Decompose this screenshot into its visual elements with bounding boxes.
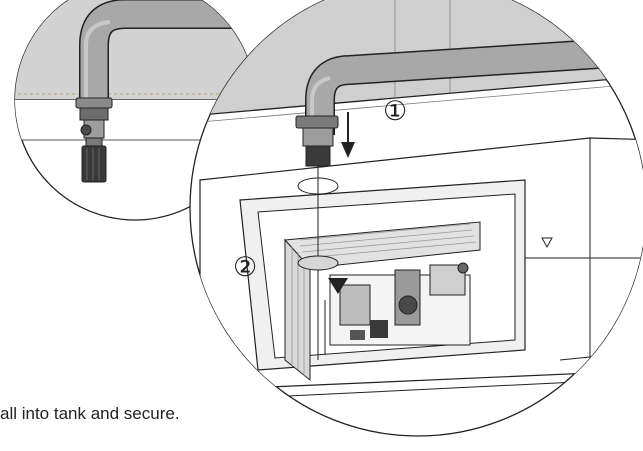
step-1-label: ①	[383, 96, 407, 126]
step-2-label: ②	[233, 252, 257, 282]
triangle-marker-icon	[541, 237, 553, 249]
main-view: ① ②	[189, 0, 643, 437]
supply-pipe	[79, 0, 255, 104]
supply-pipe	[295, 35, 643, 167]
inlet-ring	[297, 255, 339, 271]
fill-valve-housing	[283, 221, 481, 382]
down-arrow-icon	[328, 278, 348, 294]
down-arrow-icon	[341, 112, 355, 158]
angle-valve	[75, 97, 113, 183]
flush-mechanism	[317, 262, 471, 360]
instruction-caption: all into tank and secure.	[0, 404, 180, 423]
